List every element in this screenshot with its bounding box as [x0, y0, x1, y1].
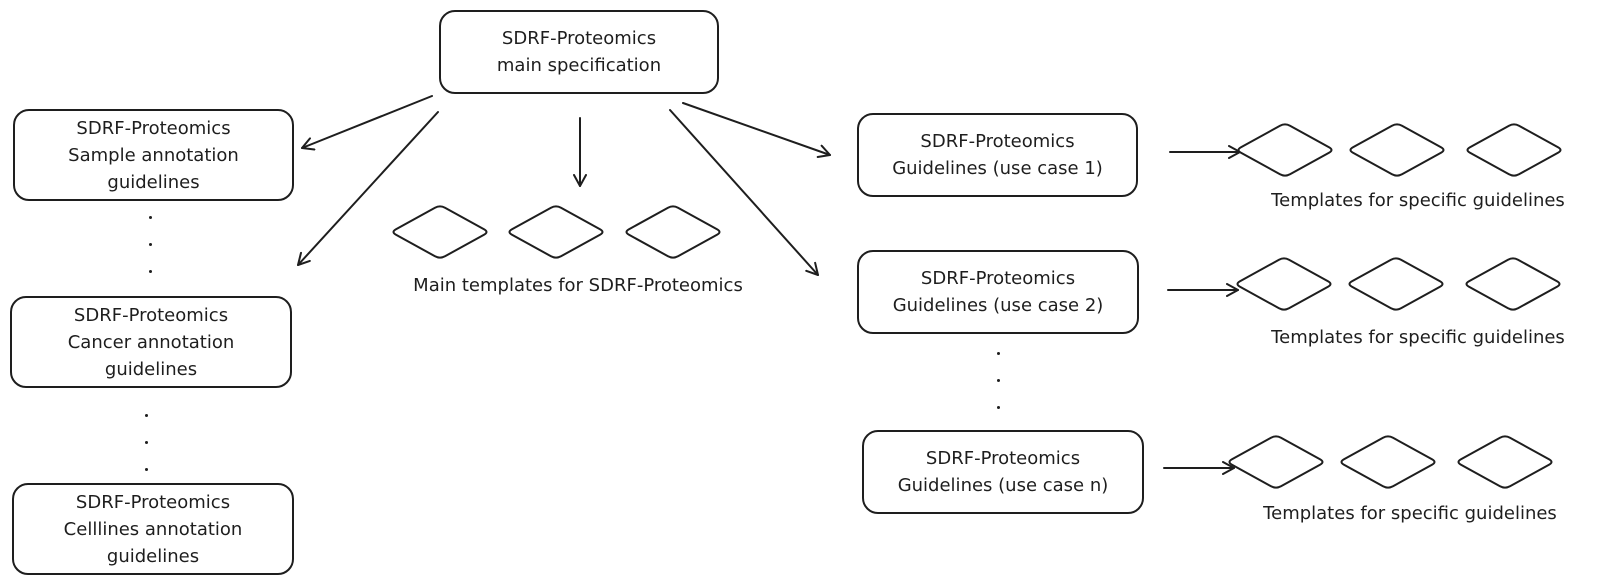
usecase-2-template-diamond-1 [1236, 257, 1332, 311]
celllines-line3: guidelines [106, 545, 200, 567]
usecase-n-template-diamond-2 [1340, 435, 1436, 489]
celllines-line1: SDRF-Proteomics [75, 491, 231, 513]
usecase-1-box: SDRF-Proteomics Guidelines (use case 1) [857, 113, 1138, 197]
usecase-2-line1: SDRF-Proteomics [920, 268, 1076, 289]
arrow-main-to-usecase-2 [669, 109, 819, 276]
usecase-n-template-diamond-3 [1457, 435, 1553, 489]
usecase-1-template-diamond-1 [1237, 123, 1333, 177]
usecase-2-template-diamond-3 [1465, 257, 1561, 311]
dot [148, 216, 152, 219]
usecase-1-template-diamond-3 [1466, 123, 1562, 177]
main-template-diamond-3 [625, 205, 721, 259]
cancer-line3: guidelines [104, 358, 198, 380]
dot [996, 406, 1000, 409]
ellipsis-dots-left-2 [142, 414, 150, 471]
usecase-2-template-diamond-2 [1348, 257, 1444, 311]
usecase-1-line1: SDRF-Proteomics [920, 131, 1075, 152]
dot [144, 441, 148, 444]
main-spec-line1: SDRF-Proteomics [501, 28, 657, 49]
usecase-2-box: SDRF-Proteomics Guidelines (use case 2) [857, 250, 1139, 334]
usecase-n-template-diamond-1 [1228, 435, 1324, 489]
ellipsis-dots-left-1 [146, 216, 154, 273]
usecase-2-templates-caption: Templates for specific guidelines [1271, 327, 1565, 348]
arrow-main-to-cancer [297, 111, 439, 266]
dot [144, 414, 148, 417]
usecase-1-templates-caption: Templates for specific guidelines [1271, 190, 1565, 211]
dot [144, 468, 148, 471]
sample-line3: guidelines [107, 171, 200, 193]
celllines-annotation-box: SDRF-Proteomics Celllines annotation gui… [12, 483, 294, 575]
dot [148, 270, 152, 273]
sample-line2: Sample annotation [68, 144, 239, 166]
main-template-diamond-2 [508, 205, 604, 259]
main-templates-caption: Main templates for SDRF-Proteomics [413, 275, 743, 296]
main-template-diamond-1 [392, 205, 488, 259]
ellipsis-dots-right [994, 352, 1002, 409]
dot [996, 352, 1000, 355]
usecase-1-line2: Guidelines (use case 1) [892, 158, 1103, 179]
usecase-n-line1: SDRF-Proteomics [925, 448, 1081, 469]
dot [996, 379, 1000, 382]
arrow-main-to-usecase-1 [682, 102, 831, 158]
main-specification-box: SDRF-Proteomics main specification [439, 10, 719, 94]
usecase-1-template-diamond-2 [1349, 123, 1445, 177]
cancer-line1: SDRF-Proteomics [73, 304, 229, 326]
sample-line1: SDRF-Proteomics [76, 117, 231, 139]
dot [148, 243, 152, 246]
celllines-line2: Celllines annotation [63, 518, 243, 540]
usecase-n-box: SDRF-Proteomics Guidelines (use case n) [862, 430, 1144, 514]
cancer-line2: Cancer annotation [67, 331, 235, 353]
usecase-n-templates-caption: Templates for specific guidelines [1263, 503, 1557, 524]
usecase-n-line2: Guidelines (use case n) [897, 475, 1109, 496]
cancer-annotation-box: SDRF-Proteomics Cancer annotation guidel… [10, 296, 292, 388]
sample-annotation-box: SDRF-Proteomics Sample annotation guidel… [13, 109, 294, 201]
arrow-main-to-sample [301, 95, 433, 151]
main-spec-line2: main specification [496, 55, 662, 76]
usecase-2-line2: Guidelines (use case 2) [892, 295, 1104, 316]
